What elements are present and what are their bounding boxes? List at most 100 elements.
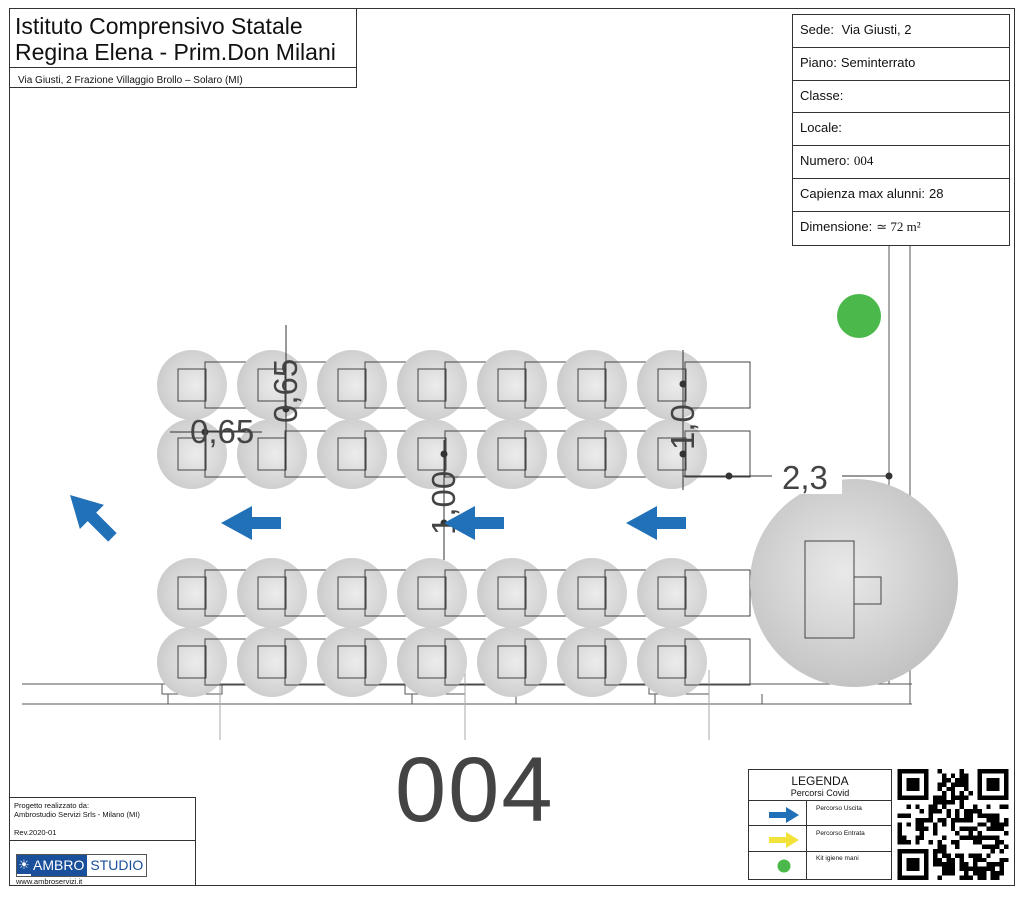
- chair: [497, 645, 527, 679]
- chair: [577, 437, 607, 471]
- student-desk: [557, 350, 671, 420]
- seat-distance-circle: [637, 350, 707, 420]
- seat-distance-circle: [397, 627, 467, 697]
- legend-subtitle: Percorsi Covid: [790, 788, 850, 798]
- exit-arrow-door: [70, 495, 117, 542]
- teacher-chair: [853, 576, 882, 605]
- seat-distance-circle: [477, 627, 547, 697]
- seat-distance-circle: [557, 627, 627, 697]
- seat-distance-circle: [157, 558, 227, 628]
- exit-arrow-3: [626, 506, 686, 540]
- chair: [337, 576, 367, 610]
- chair: [577, 576, 607, 610]
- legend-entry-label: Percorso Entrata: [816, 830, 865, 837]
- school-name-line2: Regina Elena - Prim.Don Milani: [15, 39, 336, 65]
- chair: [177, 368, 207, 402]
- seat-distance-circle: [317, 350, 387, 420]
- credits-line2: Ambrostudio Servizi Srls - Milano (MI): [14, 810, 140, 819]
- info-row-numero: Numero:004: [793, 146, 1009, 179]
- chair: [417, 645, 447, 679]
- chair: [337, 645, 367, 679]
- seat-distance-circle: [157, 419, 227, 489]
- school-name-line1: Istituto Comprensivo Statale: [15, 13, 303, 39]
- seat-distance-circle: [557, 419, 627, 489]
- student-desk: [317, 558, 431, 628]
- student-desk: [317, 627, 431, 697]
- seat-distance-circle: [637, 627, 707, 697]
- website-link[interactable]: www.ambroservizi.it: [16, 877, 83, 886]
- dimension-label-teacher: 2,3: [782, 459, 828, 496]
- chair: [497, 437, 527, 471]
- chair: [417, 576, 447, 610]
- exit-arrow-1: [221, 506, 281, 540]
- legend-exit-label: Percorso Uscita: [816, 805, 862, 812]
- seat-distance-circle: [317, 419, 387, 489]
- chair: [497, 368, 527, 402]
- seat-distance-circle: [157, 627, 227, 697]
- dimension-label-horizontal: 0,65: [190, 413, 254, 450]
- kit-dot-icon: [777, 859, 791, 873]
- hand-sanitizer-kit-icon: [837, 294, 881, 338]
- legend-kit-label: Kit igiene mani: [816, 855, 859, 862]
- exit-arrows: [70, 495, 686, 542]
- student-desk: [557, 627, 671, 697]
- seat-distance-circle: [317, 558, 387, 628]
- credits-block: Progetto realizzato da: Ambrostudio Serv…: [9, 797, 196, 886]
- chair: [417, 368, 447, 402]
- chair: [177, 576, 207, 610]
- student-desk: [477, 558, 591, 628]
- entry-arrow-icon: [769, 832, 799, 848]
- legend: LEGENDA Percorsi Covid Percorso Uscita P…: [748, 769, 892, 880]
- seat-distance-circle: [477, 350, 547, 420]
- seat-distance-circle: [477, 419, 547, 489]
- chair: [177, 437, 207, 471]
- student-desk: [637, 558, 751, 628]
- info-row-piano: Piano:Seminterrato: [793, 48, 1009, 81]
- seat-distance-circle: [477, 558, 547, 628]
- chair: [257, 576, 287, 610]
- dimension-label-row: 1,0: [664, 404, 701, 450]
- seat-distance-circle: [317, 627, 387, 697]
- student-desk: [637, 627, 751, 697]
- sun-icon: ☀: [17, 855, 31, 874]
- chair: [577, 645, 607, 679]
- student-desk: [157, 558, 271, 628]
- room-info-table: Sede: Via Giusti, 2 Piano:Seminterrato C…: [792, 14, 1010, 246]
- info-row-sede: Sede: Via Giusti, 2: [793, 15, 1009, 48]
- seat-distance-circle: [557, 350, 627, 420]
- seat-distance-circle: [397, 419, 467, 489]
- seat-distance-circle: [237, 627, 307, 697]
- exit-arrow-icon: [769, 807, 799, 823]
- chair: [657, 576, 687, 610]
- chair: [657, 645, 687, 679]
- exit-arrow-2: [444, 506, 504, 540]
- info-row-capienza: Capienza max alunni:28: [793, 179, 1009, 212]
- ambrostudio-logo: ☀ AMBRO STUDIO: [16, 854, 148, 877]
- student-desk: [157, 350, 271, 420]
- chair: [257, 645, 287, 679]
- school-title-block: Istituto Comprensivo Statale Regina Elen…: [9, 8, 357, 88]
- seat-distance-circle: [237, 350, 307, 420]
- legend-title: LEGENDA: [791, 774, 849, 788]
- desk: [684, 638, 751, 686]
- drawing-frame: [9, 8, 1015, 886]
- dimension-label-vertical: 0,65: [267, 359, 304, 423]
- desk: [684, 569, 751, 617]
- info-row-dimensione: Dimensione:≃ 72 m²: [800, 218, 921, 234]
- revision: Rev.2020-01: [14, 828, 57, 837]
- seat-distance-circle: [397, 558, 467, 628]
- student-desks: [157, 350, 751, 697]
- chair: [577, 368, 607, 402]
- chair: [337, 368, 367, 402]
- qr-code-icon[interactable]: [896, 769, 1010, 880]
- seat-distance-circle: [157, 350, 227, 420]
- chair: [497, 576, 527, 610]
- info-row-classe: Classe:: [793, 81, 1009, 114]
- seat-distance-circle: [397, 350, 467, 420]
- school-address: Via Giusti, 2 Frazione Villaggio Brollo …: [18, 75, 243, 86]
- chair: [177, 645, 207, 679]
- seat-distance-circle: [237, 558, 307, 628]
- room-number: 004: [395, 739, 555, 841]
- chair: [337, 437, 367, 471]
